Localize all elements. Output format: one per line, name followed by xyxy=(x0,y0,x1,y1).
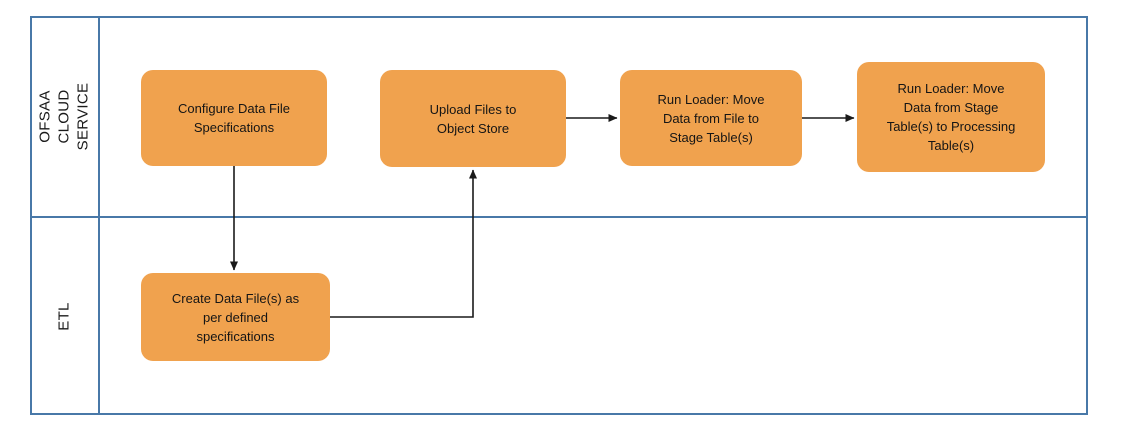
node-label: Run Loader: Move Data from Stage Table(s… xyxy=(886,81,1016,153)
lane-header-ofsaa: OFSAA CLOUD SERVICE xyxy=(30,16,98,216)
lane-label-ofsaa: OFSAA CLOUD SERVICE xyxy=(36,82,92,150)
node-label: Configure Data File Specifications xyxy=(178,101,290,135)
node-create-data-files[interactable]: Create Data File(s) as per defined speci… xyxy=(141,273,330,361)
node-upload-files-to-object-store[interactable]: Upload Files to Object Store xyxy=(380,70,566,167)
node-run-loader-file-to-stage[interactable]: Run Loader: Move Data from File to Stage… xyxy=(620,70,802,166)
node-run-loader-stage-to-processing[interactable]: Run Loader: Move Data from Stage Table(s… xyxy=(857,62,1045,172)
node-label: Create Data File(s) as per defined speci… xyxy=(171,290,300,344)
lane-header-divider xyxy=(98,16,100,415)
lane-label-etl: ETL xyxy=(55,302,73,331)
node-configure-data-file-specifications[interactable]: Configure Data File Specifications xyxy=(141,70,327,166)
lane-header-etl: ETL xyxy=(30,218,98,415)
node-label: Run Loader: Move Data from File to Stage… xyxy=(657,91,765,145)
swimlane-frame xyxy=(30,16,1088,415)
node-label: Upload Files to Object Store xyxy=(429,101,517,136)
lane-divider xyxy=(30,216,1088,218)
